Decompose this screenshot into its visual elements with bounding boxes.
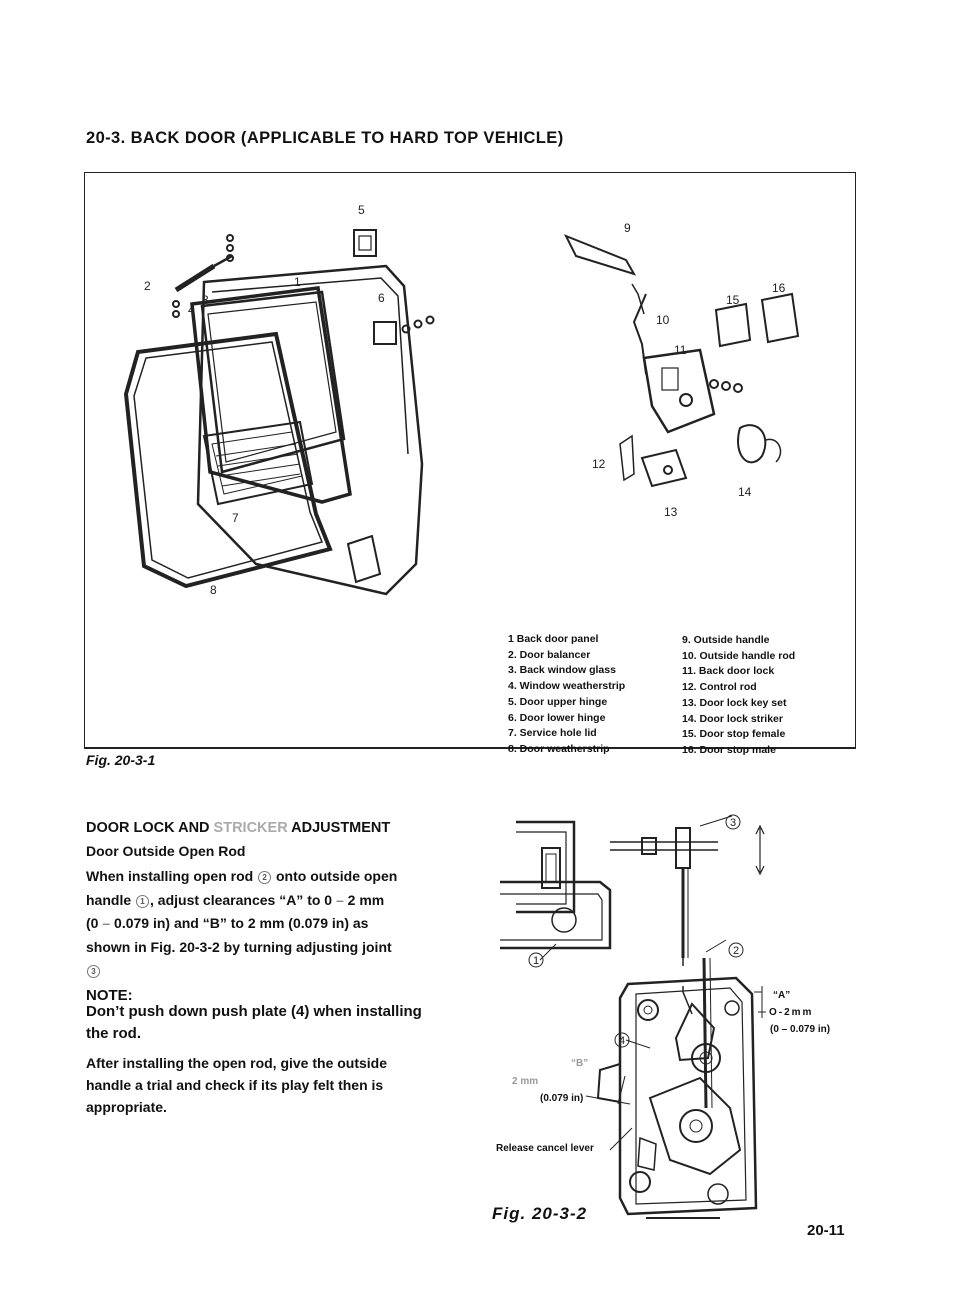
figure-caption: Fig. 20-3-2 — [492, 1204, 588, 1223]
instruction-paragraph: When installing open rod 2 onto outside … — [86, 865, 397, 983]
exploded-callout: 8 — [210, 583, 217, 597]
callout-circle: 3 — [87, 965, 100, 978]
text-line: appropriate. — [86, 1099, 167, 1115]
legend-item: 14. Door lock striker — [682, 712, 783, 725]
text-line: (0 – 0.079 in) and “B” to 2 mm (0.079 in… — [86, 912, 397, 936]
text-line: After installing the open rod, give the … — [86, 1055, 388, 1071]
callout-circle: 2 — [258, 871, 272, 884]
legend-item: 10. Outside handle rod — [682, 649, 796, 662]
legend-item: 4. Window weatherstrip — [508, 680, 626, 693]
clearance-b-inch: (0.079 in) — [540, 1093, 584, 1104]
text-line: Don’t push down push plate (4) when inst… — [86, 1003, 422, 1020]
heading-part: STRICKER — [213, 820, 288, 836]
lock-callout: 4 — [619, 1035, 625, 1047]
callout-circle: 1 — [136, 894, 150, 908]
exploded-callout: 5 — [358, 203, 365, 217]
text-span: handle — [86, 891, 132, 908]
clearance-a-label: “A” — [773, 990, 791, 1001]
legend-item: 9. Outside handle — [682, 634, 770, 646]
exploded-callout: 11 — [674, 343, 687, 357]
heading-part: ADJUSTMENT — [291, 820, 391, 836]
exploded-callout: 2 — [144, 279, 151, 293]
legend-item: 6. Door lower hinge — [508, 711, 606, 724]
figure-caption: Fig. 20-3-1 — [86, 752, 156, 768]
subheading: Door Outside Open Rod — [86, 843, 246, 859]
lock-callout: 1 — [533, 955, 539, 967]
legend-item: 5. Door upper hinge — [508, 695, 608, 708]
legend-item: 7. Service hole lid — [508, 727, 597, 740]
page-number: 20-11 — [807, 1222, 845, 1239]
text-span: (0 — [86, 915, 99, 931]
figure-frame — [84, 172, 856, 749]
clearance-b-value: 2 mm — [512, 1076, 539, 1087]
legend-item: 11. Back door lock — [682, 665, 775, 678]
legend-item: 2. Door balancer — [508, 648, 591, 661]
legend-item: 8. Door weatherstrip — [508, 742, 610, 755]
text-line: 3 — [86, 959, 397, 983]
exploded-callout: 4 — [188, 303, 195, 317]
exploded-callout: 14 — [738, 485, 752, 499]
heading-part: DOOR LOCK AND — [86, 820, 210, 836]
legend-item: 1 Back door panel — [508, 633, 599, 645]
lock-callout: 3 — [730, 817, 736, 829]
text-span: onto outside open — [276, 868, 398, 884]
clearance-a-inch: (0 – 0.079 in) — [770, 1024, 831, 1035]
exploded-callout: 10 — [656, 313, 670, 327]
text-span: – — [335, 891, 344, 908]
text-span: – — [102, 915, 111, 931]
text-span: , adjust clearances “A” to 0 — [150, 891, 333, 908]
exploded-view-illustration: 1 2 3 4 5 6 7 8 9 10 11 12 13 14 15 16 — [123, 203, 800, 597]
instruction-paragraph: After installing the open rod, give the … — [86, 1052, 387, 1118]
exploded-callout: 1 — [294, 275, 301, 289]
text-line: the rod. — [86, 1025, 141, 1042]
legend-right: 9. Outside handle 10. Outside handle rod… — [682, 633, 795, 759]
exploded-callout: 15 — [726, 293, 740, 307]
lock-callout: 2 — [733, 945, 739, 957]
legend-left: 1 Back door panel 2. Door balancer 3. Ba… — [508, 632, 625, 758]
exploded-callout: 9 — [624, 221, 631, 235]
section-title: 20-3. BACK DOOR (APPLICABLE TO HARD TOP … — [86, 129, 564, 147]
exploded-callout: 12 — [592, 457, 606, 471]
legend-item: 3. Back window glass — [508, 664, 616, 677]
legend-item: 16. Door stop male — [682, 743, 776, 756]
exploded-callout: 7 — [232, 511, 239, 525]
adjustment-heading: DOOR LOCK AND STRICKER ADJUSTMENT — [86, 820, 390, 836]
text-span: 0.079 in) and “B” to 2 mm (0.079 in) as — [114, 915, 369, 931]
exploded-callout: 3 — [202, 293, 209, 307]
door-lock-illustration: 3 1 2 4 — [500, 814, 766, 1219]
text-line: When installing open rod 2 onto outside … — [86, 865, 397, 889]
legend-item: 13. Door lock key set — [682, 696, 787, 709]
text-line: handle a trial and check if its play fel… — [86, 1077, 384, 1093]
release-cancel-lever-label: Release cancel lever — [496, 1143, 594, 1154]
legend-item: 12. Control rod — [682, 681, 757, 694]
note-heading: NOTE: — [86, 987, 133, 1004]
text-line: shown in Fig. 20-3-2 by turning adjustin… — [86, 938, 392, 955]
clearance-a-value: O-2mm — [769, 1007, 814, 1018]
exploded-callout: 6 — [378, 291, 385, 305]
exploded-callout: 13 — [664, 505, 678, 519]
text-line: handle 1, adjust clearances “A” to 0 – 2… — [86, 889, 397, 913]
clearance-b-label: “B” — [571, 1058, 589, 1069]
text-span: 2 mm — [347, 891, 385, 908]
legend-item: 15. Door stop female — [682, 728, 786, 741]
text-span: When installing open rod — [86, 868, 254, 884]
exploded-callout: 16 — [772, 281, 786, 295]
note-text: Don’t push down push plate (4) when inst… — [86, 1001, 422, 1045]
